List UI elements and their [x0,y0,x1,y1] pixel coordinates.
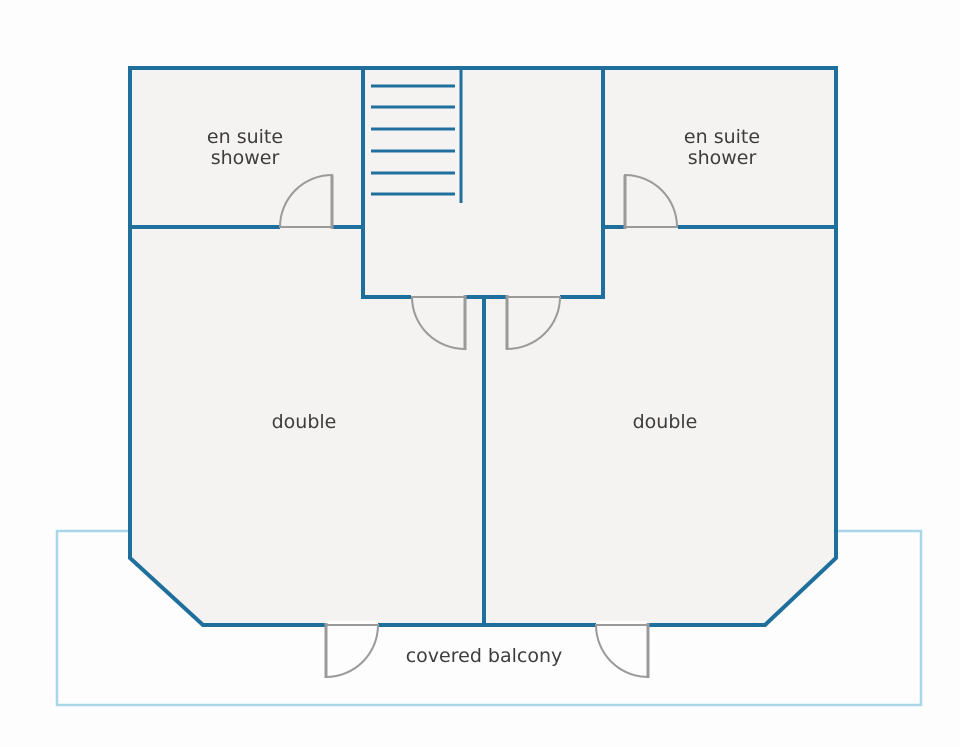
door-ensuite-right [623,173,679,229]
stairs [371,68,463,203]
door-balcony-right [594,621,650,679]
label-ensuite-right-line2: shower [688,147,757,169]
label-ensuite-right-line1: en suite [684,126,760,148]
label-bedroom-right: double [633,411,698,433]
label-bedroom-left: double [272,411,337,433]
door-bedroom-left [410,295,467,351]
door-balcony-left [324,621,380,679]
label-ensuite-left-line1: en suite [207,126,283,148]
door-ensuite-left [278,173,334,229]
label-ensuite-left-line2: shower [211,147,280,169]
outer-wall [128,66,838,627]
label-balcony: covered balcony [406,645,563,667]
door-bedroom-right [505,295,562,351]
